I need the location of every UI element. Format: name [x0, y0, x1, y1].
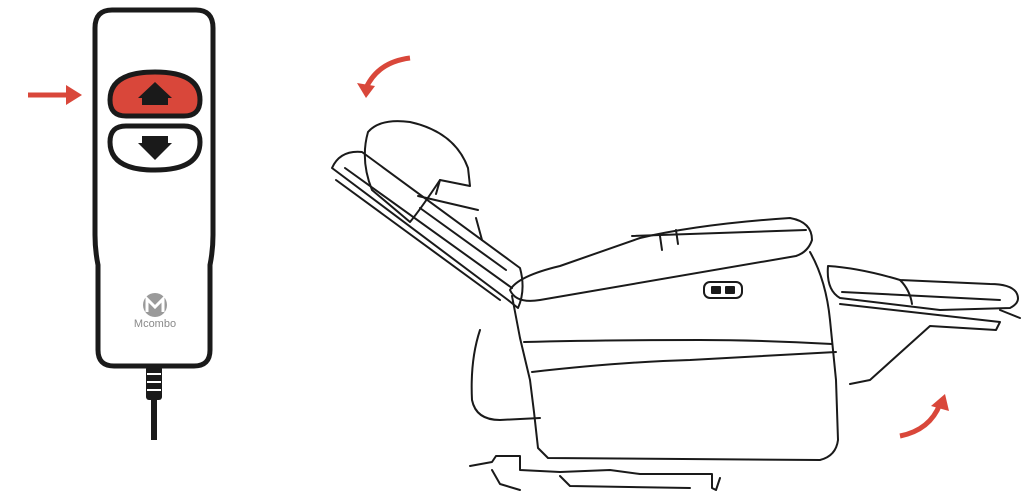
recline-back-arrow-icon: [357, 58, 410, 98]
seat-body: [512, 252, 838, 460]
backrest: [332, 152, 523, 308]
up-button[interactable]: [110, 72, 200, 116]
headrest: [365, 121, 470, 222]
down-button[interactable]: [110, 126, 200, 170]
recliner-chair: [332, 121, 1020, 490]
mcombo-logo-icon: [143, 293, 167, 317]
remote-cable: [146, 366, 162, 440]
pointer-arrow-icon: [28, 85, 82, 105]
remote-control: [28, 10, 213, 440]
footrest: [828, 266, 1018, 310]
power-switch-icon: [704, 282, 742, 298]
brand-label: Mcombo: [107, 318, 203, 330]
raise-footrest-arrow-icon: [900, 394, 949, 436]
lift-base: [470, 456, 720, 490]
